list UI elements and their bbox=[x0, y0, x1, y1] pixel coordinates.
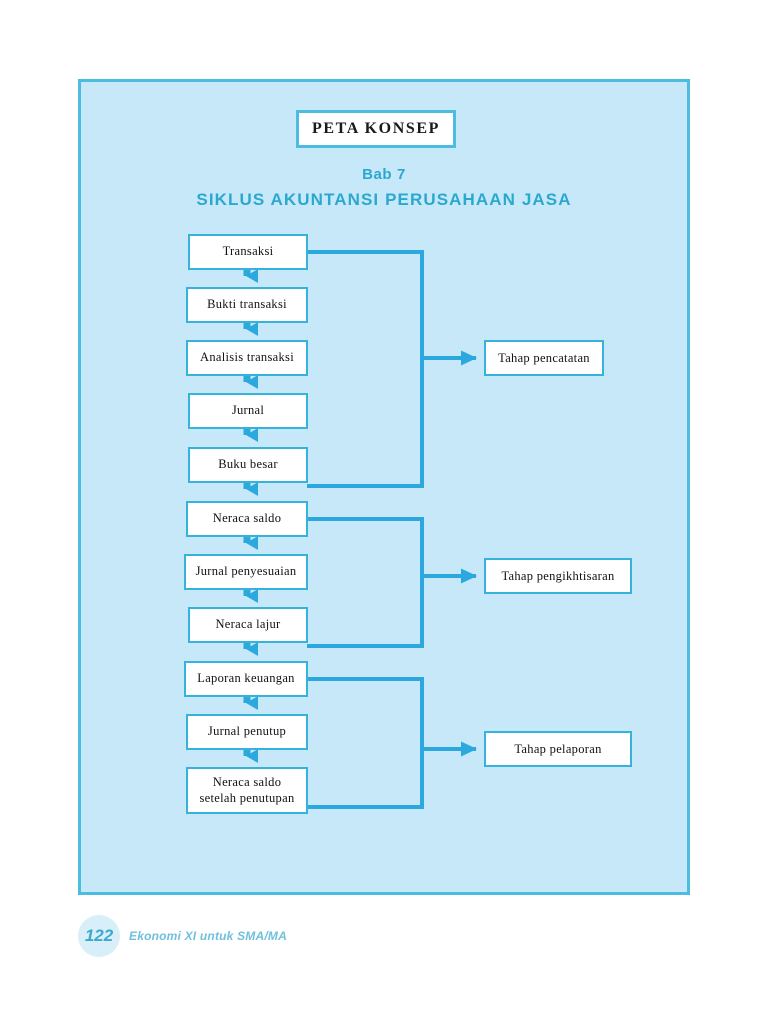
page-footer: 122 Ekonomi XI untuk SMA/MA bbox=[78, 912, 478, 960]
connector-layer bbox=[243, 250, 477, 809]
flow-node-label-line1: Neraca saldo bbox=[212, 774, 282, 789]
flow-node-label: Neraca saldo bbox=[212, 511, 282, 526]
page-number: 122 bbox=[84, 926, 114, 945]
flow-node-label: Jurnal penyesuaian bbox=[195, 564, 297, 579]
flow-node-jurnal-penyesuaian[interactable]: Jurnal penyesuaian bbox=[184, 554, 308, 590]
flow-node-label: Bukti transaksi bbox=[207, 297, 287, 312]
flowchart: Transaksi Bukti transaksi Analisis trans… bbox=[81, 82, 687, 892]
chapter-label: Bab 7 bbox=[362, 166, 406, 183]
flow-node-analisis-transaksi[interactable]: Analisis transaksi bbox=[186, 340, 308, 376]
peta-konsep-badge: PETA KONSEP bbox=[296, 110, 456, 148]
flow-node-jurnal-penutup[interactable]: Jurnal penutup bbox=[186, 714, 308, 750]
flow-node-label: Laporan keuangan bbox=[197, 671, 295, 686]
concept-map-panel: PETA KONSEP Bab 7 SIKLUS AKUNTANSI PERUS… bbox=[78, 79, 690, 895]
footer-book-title: Ekonomi XI untuk SMA/MA bbox=[129, 929, 287, 943]
stage-box-tahap-pengikhtisaran[interactable]: Tahap pengikhtisaran bbox=[484, 558, 632, 594]
flow-node-neraca-saldo[interactable]: Neraca saldo bbox=[186, 501, 308, 537]
flow-node-transaksi[interactable]: Transaksi bbox=[188, 234, 308, 270]
stage-label: Tahap pengikhtisaran bbox=[501, 568, 615, 583]
page-number-badge: 122 bbox=[78, 915, 120, 957]
stage-box-tahap-pencatatan[interactable]: Tahap pencatatan bbox=[484, 340, 604, 376]
flow-node-neraca-lajur[interactable]: Neraca lajur bbox=[188, 607, 308, 643]
flow-node-buku-besar[interactable]: Buku besar bbox=[188, 447, 308, 483]
flow-node-jurnal[interactable]: Jurnal bbox=[188, 393, 308, 429]
flow-node-label-line2: setelah penutupan bbox=[199, 790, 295, 805]
peta-konsep-label: PETA KONSEP bbox=[312, 120, 440, 137]
flow-node-label: Neraca lajur bbox=[215, 617, 281, 632]
flow-node-label: Transaksi bbox=[222, 244, 274, 259]
flow-node-bukti-transaksi[interactable]: Bukti transaksi bbox=[186, 287, 308, 323]
flow-node-label: Jurnal penutup bbox=[207, 724, 287, 739]
page-title: SIKLUS AKUNTANSI PERUSAHAAN JASA bbox=[196, 190, 572, 209]
flow-node-neraca-saldo-setelah-penutupan[interactable]: Neraca saldo setelah penutupan bbox=[186, 767, 308, 814]
stage-box-tahap-pelaporan[interactable]: Tahap pelaporan bbox=[484, 731, 632, 767]
flow-node-label: Analisis transaksi bbox=[200, 350, 294, 365]
flow-node-label: Buku besar bbox=[218, 457, 278, 472]
flow-node-laporan-keuangan[interactable]: Laporan keuangan bbox=[184, 661, 308, 697]
stage-label: Tahap pelaporan bbox=[514, 741, 602, 756]
flow-node-label: Jurnal bbox=[231, 403, 265, 418]
stage-label: Tahap pencatatan bbox=[498, 350, 590, 365]
